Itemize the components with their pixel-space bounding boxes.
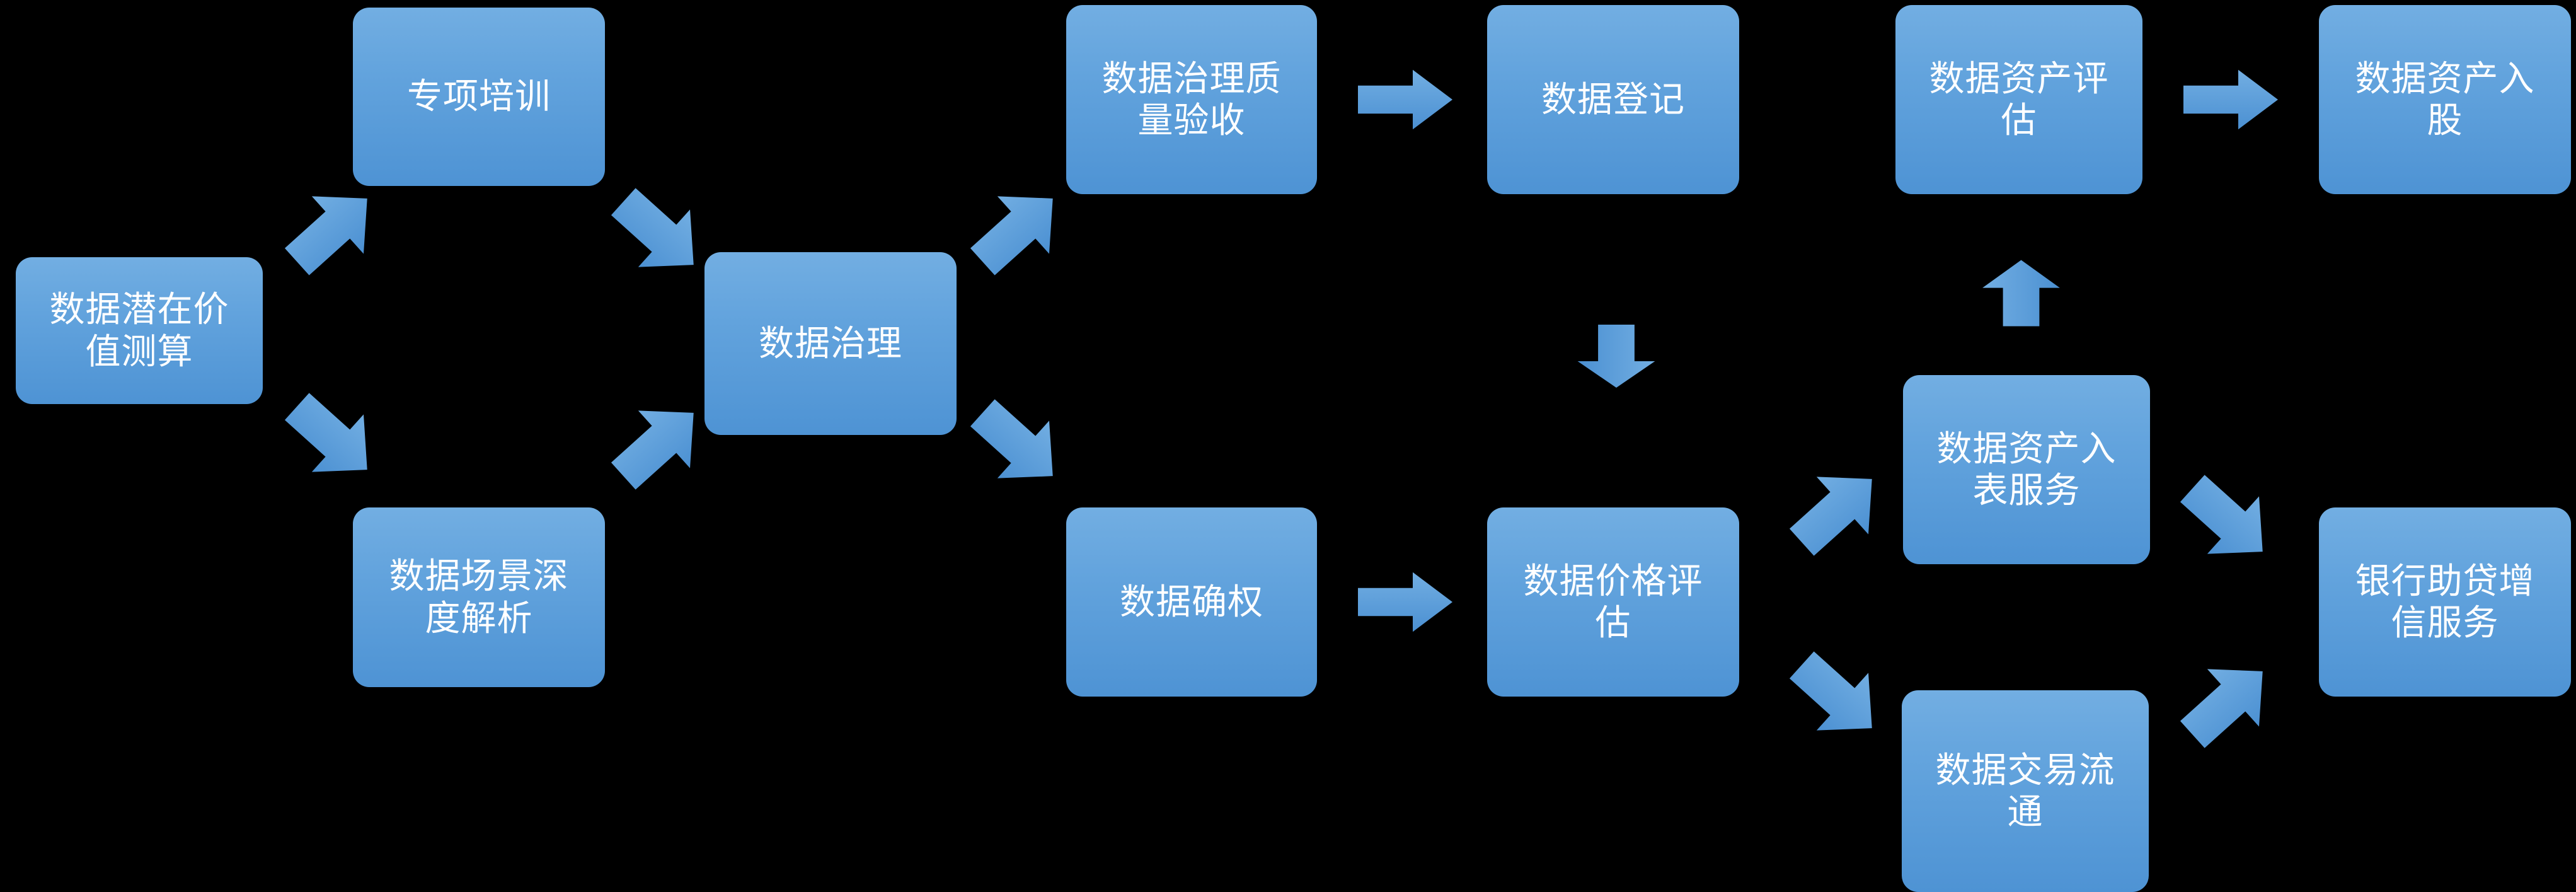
process-node-label: 数据交易流 通 — [1935, 750, 2115, 831]
process-node-asset-valuation[interactable]: 数据资产评 估 — [1895, 5, 2142, 194]
process-node-price-valuation[interactable]: 数据价格评 估 — [1487, 507, 1739, 697]
arrow-asset-valuation-to-equity — [2183, 68, 2278, 131]
process-node-quality-accept[interactable]: 数据治理质 量验收 — [1066, 5, 1317, 194]
process-node-data-governance[interactable]: 数据治理 — [704, 252, 957, 435]
arrow-quality-to-register — [1358, 68, 1452, 131]
process-node-data-trading[interactable]: 数据交易流 通 — [1902, 690, 2149, 892]
process-node-bank-credit[interactable]: 银行助贷增 信服务 — [2319, 507, 2571, 697]
process-node-scenario-analysis[interactable]: 数据场景深 度解析 — [353, 507, 605, 687]
arrow-governance-to-rights — [970, 399, 1065, 485]
process-node-special-training[interactable]: 专项培训 — [353, 8, 605, 186]
arrow-rights-to-price — [1358, 571, 1452, 634]
process-node-label: 数据确权 — [1120, 581, 1263, 622]
process-node-data-rights[interactable]: 数据确权 — [1066, 507, 1317, 697]
process-node-label: 数据资产入 股 — [2355, 58, 2535, 140]
process-node-label: 数据资产评 估 — [1929, 58, 2109, 140]
process-node-label: 数据资产入 表服务 — [1936, 428, 2117, 510]
process-node-label: 数据价格评 估 — [1523, 560, 1703, 642]
arrow-sheet-to-asset-valuation — [1982, 252, 2060, 334]
arrow-potential-to-training — [284, 189, 379, 275]
arrow-scenario-to-governance — [611, 403, 706, 490]
process-node-asset-equity[interactable]: 数据资产入 股 — [2319, 5, 2571, 194]
process-node-data-register[interactable]: 数据登记 — [1487, 5, 1739, 194]
arrow-governance-to-quality — [970, 189, 1065, 275]
arrow-sheet-to-bank — [2180, 475, 2275, 561]
arrow-potential-to-scenario — [284, 393, 379, 479]
process-node-label: 数据治理 — [759, 323, 902, 363]
process-node-label: 数据登记 — [1541, 79, 1685, 119]
process-node-potential-value[interactable]: 数据潜在价 值测算 — [16, 257, 263, 404]
arrow-training-to-governance — [611, 188, 706, 274]
arrow-register-to-price — [1577, 315, 1655, 397]
process-node-label: 数据潜在价 值测算 — [49, 289, 229, 371]
arrow-trading-to-bank — [2180, 662, 2275, 748]
process-node-label: 数据治理质 量验收 — [1101, 58, 1282, 140]
arrow-price-to-asset-sheet — [1789, 470, 1884, 556]
process-node-asset-on-sheet[interactable]: 数据资产入 表服务 — [1903, 375, 2150, 564]
process-node-label: 专项培训 — [407, 76, 551, 117]
process-node-label: 银行助贷增 信服务 — [2355, 560, 2535, 642]
process-node-label: 数据场景深 度解析 — [389, 556, 569, 638]
arrow-price-to-trading — [1789, 651, 1884, 738]
